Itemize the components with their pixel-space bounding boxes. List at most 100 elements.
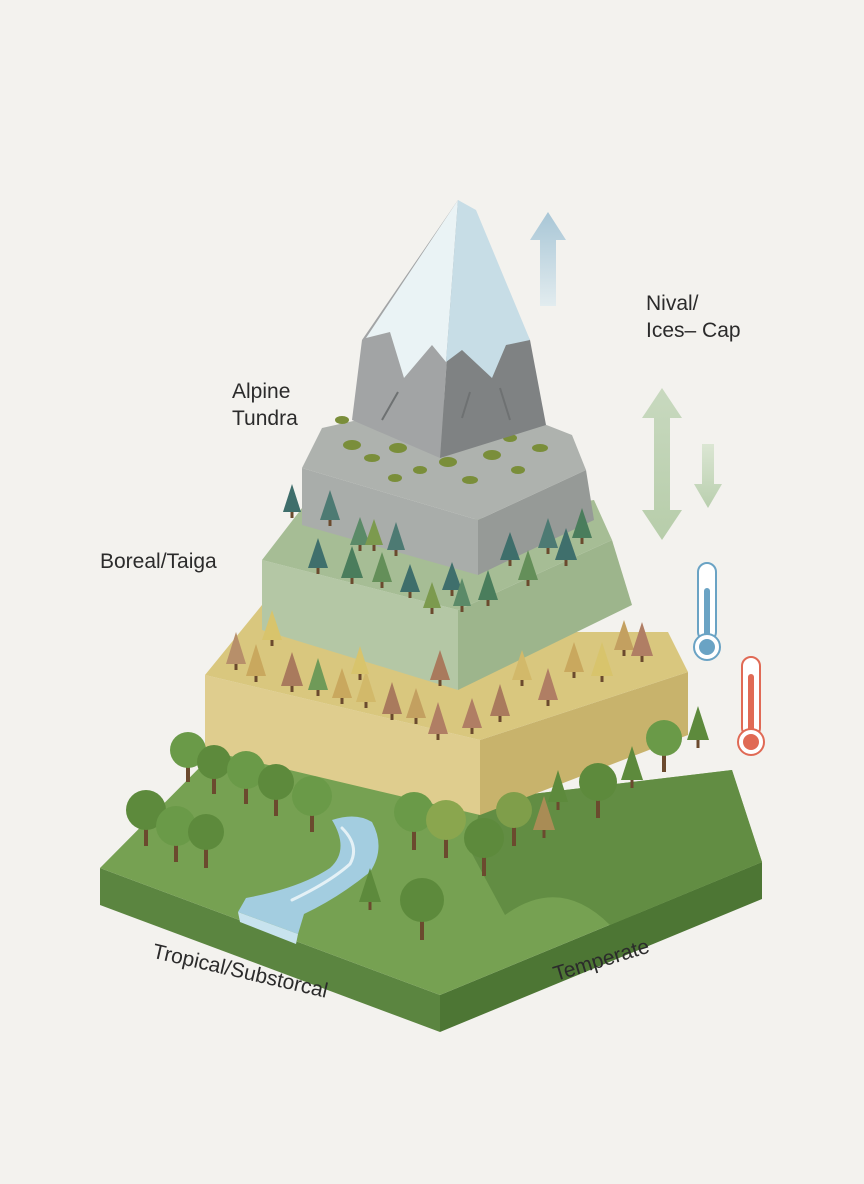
river-waterfall <box>238 912 298 944</box>
deciduous-tree <box>394 792 434 850</box>
alpine-label-line1: Alpine <box>232 380 291 403</box>
conifer <box>320 490 340 526</box>
shrub <box>511 466 525 474</box>
shrub <box>388 474 402 482</box>
shrub <box>343 440 361 450</box>
conifer <box>572 508 592 544</box>
conifer <box>365 519 383 551</box>
river-water <box>238 816 379 934</box>
warm-thermometer-icon <box>737 656 765 756</box>
conifer <box>533 796 555 838</box>
shrub <box>439 457 457 467</box>
conifer <box>538 518 558 554</box>
temperate-forest <box>226 610 653 740</box>
boreal-left-face <box>262 560 458 690</box>
conifer <box>442 562 462 596</box>
conifer <box>555 528 577 566</box>
lowland-right-face <box>440 862 762 1032</box>
conifer <box>564 642 584 678</box>
deciduous-tree <box>227 751 265 804</box>
down-arrow-icon <box>694 444 722 508</box>
conifer <box>490 684 510 722</box>
conifer <box>548 770 568 810</box>
alpine-label-line2: Tundra <box>232 407 298 430</box>
temperate-left-face <box>205 675 480 815</box>
shrub <box>532 444 548 452</box>
conifer <box>406 688 426 724</box>
conifer <box>372 552 392 588</box>
up-arrow-icon <box>530 212 566 306</box>
deciduous-tree <box>400 878 444 940</box>
conifer <box>382 682 402 720</box>
alpine-tundra-label: Alpine Tundra <box>232 378 298 432</box>
conifer <box>500 532 520 566</box>
deciduous-tree <box>197 745 231 794</box>
conifer <box>687 706 709 748</box>
river <box>238 816 379 944</box>
deciduous-tree <box>464 818 504 876</box>
conifer <box>631 622 653 662</box>
alpine-left-face <box>302 468 478 575</box>
conifer <box>423 582 441 614</box>
river-highlight <box>290 826 356 902</box>
conifer <box>430 650 450 686</box>
conifer <box>281 652 303 692</box>
boreal-forest <box>283 484 592 614</box>
conifer <box>262 610 282 646</box>
deciduous-tree <box>496 792 532 846</box>
conifer <box>538 668 558 706</box>
nival-label-line1: Nival/ <box>646 292 699 315</box>
double-arrow-icon <box>642 388 682 540</box>
lowland-left-face <box>100 868 440 1032</box>
conifer <box>518 550 538 586</box>
shrub <box>389 443 407 453</box>
conifer <box>428 702 448 740</box>
deciduous-tree <box>579 763 617 818</box>
snow-cap-left <box>366 200 458 378</box>
conifer <box>359 868 381 910</box>
deciduous-tree <box>646 720 682 772</box>
deciduous-tree <box>126 790 166 846</box>
lowland-forest <box>126 706 709 940</box>
conifer <box>621 746 643 788</box>
temperate-right-face <box>480 672 688 815</box>
conifer <box>462 698 482 734</box>
deciduous-tree <box>426 800 466 858</box>
conifer <box>614 620 634 656</box>
deciduous-tree <box>258 764 294 816</box>
conifer <box>332 668 352 704</box>
shrub <box>413 466 427 474</box>
conifer <box>341 546 363 584</box>
deciduous-tree <box>188 814 224 868</box>
conifer <box>283 484 301 518</box>
conifer <box>591 642 613 682</box>
conifer <box>400 564 420 598</box>
boreal-taiga-label: Boreal/Taiga <box>100 550 217 573</box>
conifer <box>246 644 266 682</box>
deciduous-tree <box>170 732 206 782</box>
snow-cap-right <box>446 200 530 378</box>
cold-thermometer-icon <box>693 562 721 661</box>
conifer <box>308 658 328 696</box>
deciduous-tree <box>156 806 196 862</box>
shrub <box>364 454 380 462</box>
deciduous-tree <box>292 776 332 832</box>
nival-ice-cap-label: Nival/ Ices– Cap <box>646 290 741 344</box>
conifer <box>308 538 328 574</box>
alpine-shrubs <box>335 416 548 484</box>
shrub <box>335 416 349 424</box>
conifer <box>478 570 498 606</box>
nival-label-line2: Ices– Cap <box>646 319 741 342</box>
conifer <box>453 578 471 612</box>
mountain-peak <box>352 200 546 458</box>
shrub <box>483 450 501 460</box>
conifer <box>226 632 246 670</box>
boreal-right-face <box>458 540 632 690</box>
rock-crack <box>381 387 511 421</box>
conifer <box>351 646 369 680</box>
conifer <box>356 670 376 708</box>
conifer <box>387 522 405 556</box>
conifer <box>350 517 370 551</box>
lowland-base <box>100 752 762 1032</box>
